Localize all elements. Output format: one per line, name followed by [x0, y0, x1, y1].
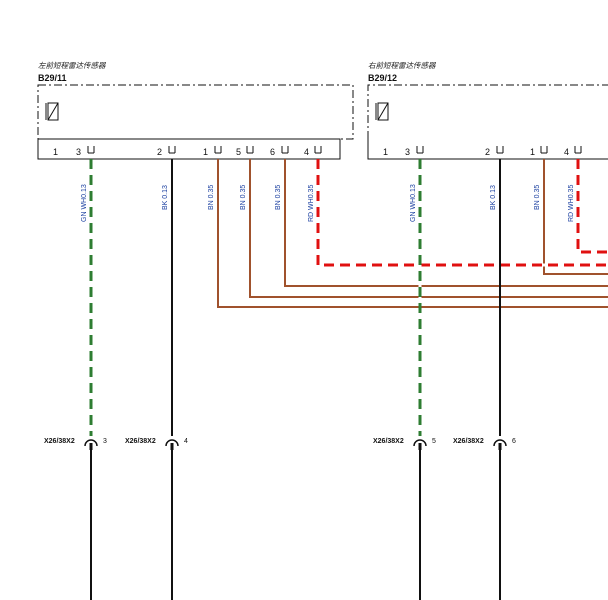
pin-label: 2: [157, 147, 162, 157]
wire-label: BN 0.35: [208, 185, 215, 210]
wire-label: BK 0.13: [490, 185, 497, 210]
wire-label: BK 0.13: [162, 185, 169, 210]
connector-label: X26/38X2: [44, 438, 75, 445]
pin-label: 1: [530, 147, 535, 157]
connector-symbols: [84, 439, 507, 447]
sensor-left-pin-strip: [37, 138, 341, 160]
sensor-right-pin-strip: [367, 139, 608, 160]
wire-label: BN 0.35: [275, 185, 282, 210]
pin-label: 1: [53, 147, 58, 157]
sensor-left-symbol-icon: [45, 102, 59, 121]
pin-label: 5: [236, 147, 241, 157]
pin-label: 1: [203, 147, 208, 157]
wire-label: BN 0.35: [240, 185, 247, 210]
connector-pins: [89, 443, 502, 450]
pin-label: 6: [270, 147, 275, 157]
green-white-wires: [89, 159, 422, 436]
brown-wires: [217, 159, 608, 308]
connector-label: X26/38X2: [125, 438, 156, 445]
pin-label: 4: [304, 147, 309, 157]
sensor-right-symbol-icon: [375, 102, 389, 121]
connector-pin: 4: [184, 438, 188, 445]
wire-label: RD WH0.35: [308, 185, 315, 222]
connector-pin: 3: [103, 438, 107, 445]
sensor-right-caption: 右前短程雷达传感器: [368, 61, 437, 70]
connector-label: X26/38X2: [453, 438, 484, 445]
pin-label: 4: [564, 147, 569, 157]
sensor-right-box: [367, 84, 608, 139]
pin-label: 2: [485, 147, 490, 157]
pin-label: 3: [405, 147, 410, 157]
wire-label: RD WH0.35: [568, 185, 575, 222]
wire-label: GN WH0.13: [410, 184, 417, 222]
sensor-left-code: B29/11: [38, 73, 67, 83]
sensor-right-code: B29/12: [368, 73, 397, 83]
pin-label: 3: [76, 147, 81, 157]
sensor-left-box: [37, 84, 354, 140]
wire-label: GN WH0.13: [81, 184, 88, 222]
black-wires: [90, 159, 501, 600]
connector-pin: 5: [432, 438, 436, 445]
connector-pin: 6: [512, 438, 516, 445]
red-white-wires: [316, 159, 608, 267]
connector-label: X26/38X2: [373, 438, 404, 445]
terminal-markers: [87, 146, 582, 154]
wire-label: BN 0.35: [534, 185, 541, 210]
pin-label: 1: [383, 147, 388, 157]
sensor-left-caption: 左前短程雷达传感器: [38, 61, 107, 70]
